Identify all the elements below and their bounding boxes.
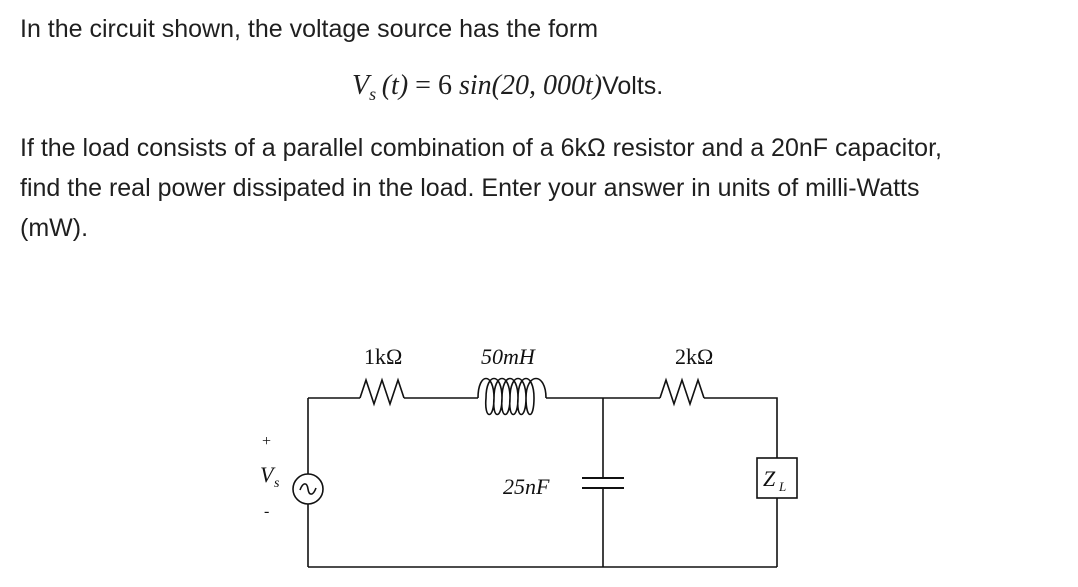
eq-unit: Volts. — [602, 72, 664, 100]
eq-equals: = — [415, 70, 431, 101]
wire-r2-load — [704, 397, 778, 458]
label-source-sub: s — [274, 476, 280, 491]
sine-wave-icon — [299, 483, 317, 495]
label-load-z: Z — [763, 466, 776, 491]
body-line-2: find the real power dissipated in the lo… — [20, 174, 920, 202]
label-minus: - — [264, 503, 269, 520]
label-inductor: 50mH — [481, 344, 536, 369]
label-r1: 1kΩ — [364, 344, 402, 369]
voltage-source-circle — [292, 473, 324, 505]
label-r2: 2kΩ — [675, 344, 713, 369]
inductor-50mh — [477, 377, 547, 416]
eq-lhs-sub: s — [369, 84, 377, 104]
eq-lhs-var: V — [352, 70, 370, 101]
eq-lhs-arg: (t) — [381, 70, 409, 101]
label-plus: + — [262, 433, 271, 450]
resistor-1kohm — [359, 377, 405, 407]
eq-rhs-coef: 6 — [437, 70, 452, 101]
body-line-1: If the load consists of a parallel combi… — [20, 134, 942, 162]
voltage-equation: Vs (t) = 6 sin(20, 000t)Volts. — [352, 70, 664, 104]
eq-rhs-arg: (20, 000t) — [491, 70, 603, 101]
eq-rhs-func: sin — [458, 70, 492, 101]
label-load-sub: L — [778, 479, 786, 494]
body-line-3: (mW). — [20, 214, 89, 242]
label-capacitor: 25nF — [503, 474, 550, 499]
intro-text: In the circuit shown, the voltage source… — [20, 15, 599, 43]
resistor-2kohm — [659, 377, 705, 407]
label-source-v: V — [260, 462, 276, 487]
